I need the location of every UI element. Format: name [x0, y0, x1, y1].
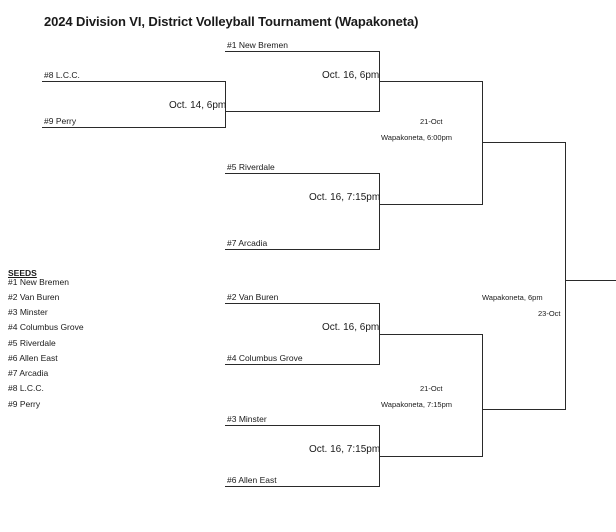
game-date-sf1: 21-Oct: [420, 117, 443, 126]
game-date-qf3: Oct. 16, 6pm: [322, 322, 380, 333]
bracket-line: [42, 81, 226, 82]
bracket-line: [42, 127, 226, 128]
team-columbus-grove: #4 Columbus Grove: [227, 353, 303, 363]
game-date-qf4: Oct. 16, 7:15pm: [309, 444, 381, 455]
bracket-line: [565, 280, 616, 281]
bracket-line: [225, 486, 380, 487]
bracket-line: [379, 173, 380, 250]
seed-item: #4 Columbus Grove: [8, 322, 84, 332]
team-perry: #9 Perry: [44, 116, 77, 126]
seed-item: #5 Riverdale: [8, 338, 56, 348]
bracket-line: [482, 142, 566, 143]
seed-item: #8 L.C.C.: [8, 383, 44, 393]
bracket-line: [225, 303, 380, 304]
bracket-line: [379, 81, 483, 82]
team-minster: #3 Minster: [227, 414, 267, 424]
game-date-sf2: 21-Oct: [420, 384, 443, 393]
game-location-final: Wapakoneta, 6pm: [482, 293, 543, 302]
seed-item: #6 Allen East: [8, 353, 58, 363]
team-lcc: #8 L.C.C.: [44, 70, 80, 80]
bracket-line: [482, 334, 483, 457]
bracket-line: [225, 425, 380, 426]
game-location-sf1: Wapakoneta, 6:00pm: [381, 133, 453, 142]
bracket-line: [225, 51, 380, 52]
team-arcadia: #7 Arcadia: [227, 238, 268, 248]
team-allen-east: #6 Allen East: [227, 475, 277, 485]
seed-item: #1 New Bremen: [8, 277, 69, 287]
team-van-buren: #2 Van Buren: [227, 292, 279, 302]
bracket-line: [565, 142, 566, 410]
seed-item: #7 Arcadia: [8, 368, 49, 378]
bracket-line: [225, 364, 380, 365]
seed-item: #3 Minster: [8, 307, 48, 317]
bracket-line: [482, 81, 483, 205]
team-new-bremen: #1 New Bremen: [227, 40, 288, 50]
seed-item: #9 Perry: [8, 399, 41, 409]
bracket-line: [225, 249, 380, 250]
seeds-heading: SEEDS: [8, 268, 37, 278]
game-location-sf2: Wapakoneta, 7:15pm: [381, 400, 453, 409]
seed-item: #2 Van Buren: [8, 292, 60, 302]
bracket-line: [379, 204, 483, 205]
bracket-line: [379, 456, 483, 457]
bracket-line: [482, 409, 566, 410]
bracket-line: [225, 173, 380, 174]
game-date-round1: Oct. 14, 6pm: [169, 100, 227, 111]
game-date-final: 23-Oct: [538, 309, 561, 318]
bracket-line: [379, 334, 483, 335]
page-title: 2024 Division VI, District Volleyball To…: [44, 14, 419, 29]
game-date-qf1: Oct. 16, 6pm: [322, 70, 380, 81]
bracket-line: [225, 111, 380, 112]
game-date-qf2: Oct. 16, 7:15pm: [309, 192, 381, 203]
team-riverdale: #5 Riverdale: [227, 162, 275, 172]
bracket-line: [225, 81, 226, 128]
